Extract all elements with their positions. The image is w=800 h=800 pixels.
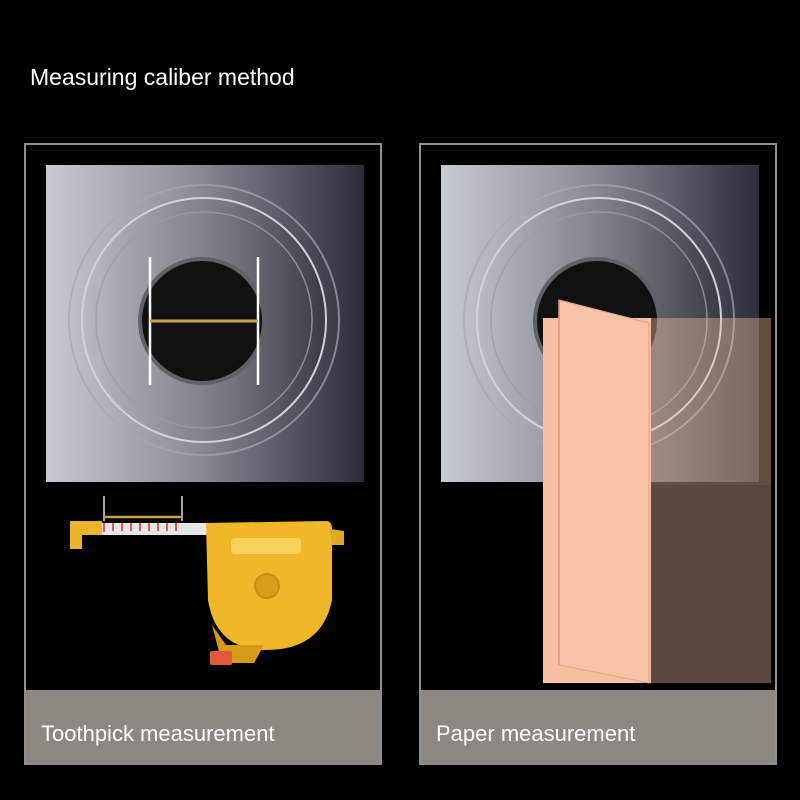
folded-paper-icon <box>543 299 771 684</box>
tape-measure-icon <box>70 496 344 665</box>
toothpick-lines <box>148 257 260 385</box>
paper-measurement-panel: Paper measurement <box>419 143 777 765</box>
toothpick-measurement-panel: Toothpick measurement <box>24 143 382 765</box>
paper-caption: Paper measurement <box>421 690 775 763</box>
drain-plate <box>46 165 364 482</box>
page-title: Measuring caliber method <box>30 64 295 90</box>
toothpick-illustration <box>46 165 364 665</box>
paper-illustration <box>441 165 771 684</box>
toothpick-caption: Toothpick measurement <box>26 690 380 763</box>
